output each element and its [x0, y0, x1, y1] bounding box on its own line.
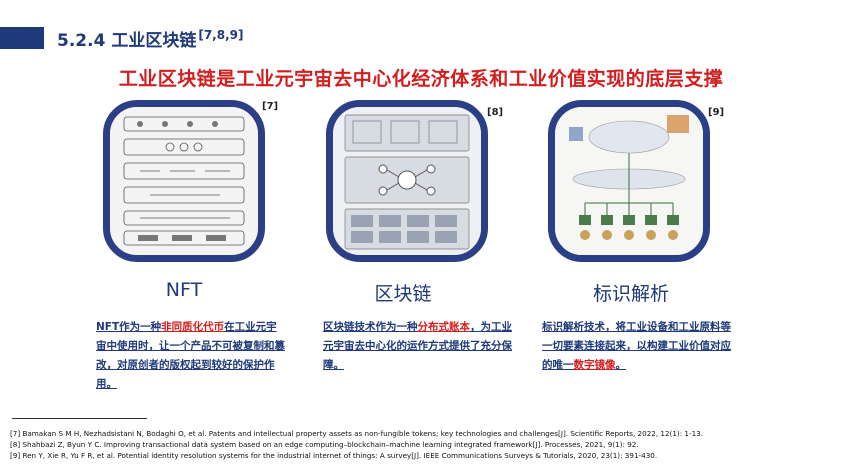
card-ref-blockchain: [8]: [487, 107, 504, 118]
identity-resolution-illustration: [555, 107, 703, 255]
nft-desc-part1: NFT作为一种: [96, 321, 162, 333]
section-title: 5.2.4 工业区块链[7,8,9]: [57, 26, 243, 51]
blockchain-desc-highlight: 分布式账本: [417, 321, 471, 333]
identity-description: 标识解析技术，将工业设备和工业原料等一切要素连接起来，以构建工业价值对应的唯一数…: [542, 318, 732, 375]
blockchain-diagram-card: [326, 100, 488, 262]
nft-diagram-card: [103, 100, 265, 262]
card-ref-nft: [7]: [262, 101, 279, 112]
section-heading: 5.2.4 工业区块链: [57, 31, 197, 51]
identity-desc-part1: 标识解析技术，将工业设备和工业原料等一切要素连接起来，以构建工业价值对应的唯一: [542, 321, 731, 371]
footnote-7: [7] Bamakan S M H, Nezhadsistani N, Boda…: [10, 429, 704, 438]
nft-description: NFT作为一种非同质化代币在工业元宇宙中使用时，让一个产品不可被复制和篡改，对原…: [96, 318, 286, 394]
footnote-9: [9] Ren Y, Xie R, Yu F R, et al. Potenti…: [10, 451, 658, 460]
blockchain-description: 区块链技术作为一种分布式账本，为工业元宇宙去中心化的运作方式提供了充分保障。: [323, 318, 513, 375]
card-ref-identity: [9]: [708, 107, 725, 118]
identity-desc-part3: 。: [615, 359, 627, 371]
nft-desc-highlight: 非同质化代币: [161, 321, 225, 333]
column-title-nft: NFT: [165, 279, 203, 301]
nft-diagram-illustration: [110, 107, 258, 255]
blockchain-desc-part1: 区块链技术作为一种: [323, 321, 418, 333]
section-accent-bar: [0, 27, 44, 49]
identity-desc-highlight: 数字镜像: [573, 359, 616, 371]
blockchain-diagram-illustration: [333, 107, 481, 255]
footnotes: [7] Bamakan S M H, Nezhadsistani N, Boda…: [10, 428, 703, 461]
footnote-divider: [12, 418, 147, 419]
section-citation: [7,8,9]: [198, 28, 244, 42]
column-title-blockchain: 区块链: [374, 283, 432, 305]
slide-subtitle: 工业区块链是工业元宇宙去中心化经济体系和工业价值实现的底层支撑: [118, 68, 724, 90]
column-title-identity: 标识解析: [592, 283, 669, 305]
identity-resolution-diagram-card: [548, 100, 710, 262]
nft-desc-part3: 在工业元宇宙中使用时，让一个产品不可被复制和篡改，对原创者的版权起到较好的保护作…: [96, 321, 285, 390]
footnote-8: [8] Shahbazi Z, Byun Y C. Improving tran…: [10, 440, 639, 449]
blockchain-desc-part3: ，为工业元宇宙去中心化的运作方式提供了充分保障。: [323, 321, 512, 371]
